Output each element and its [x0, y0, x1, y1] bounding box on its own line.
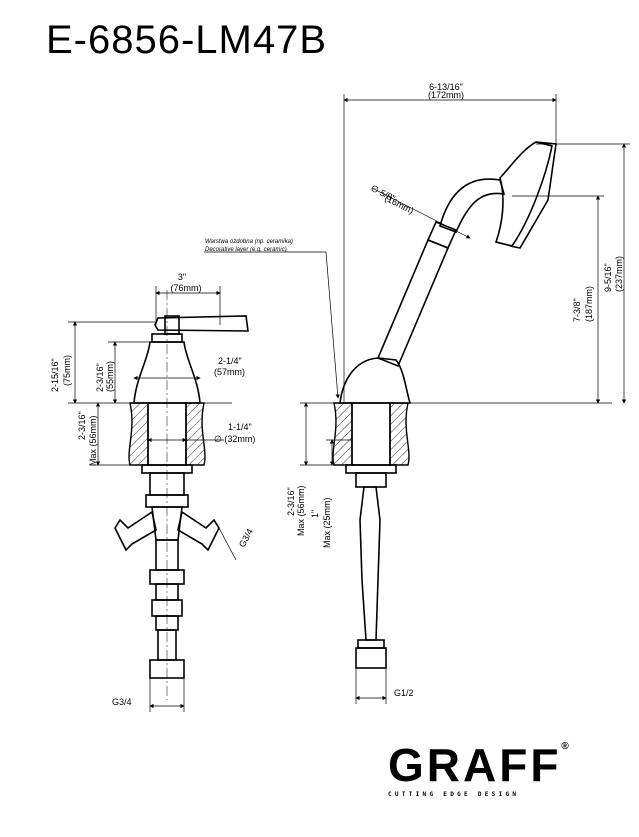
brand-tagline: CUTTING EDGE DESIGN: [388, 791, 520, 798]
dim-hole-mm: ∅ (32mm): [214, 434, 255, 444]
note-decorative-layer-pl: Warstwa ozdobna (np. ceramika): [205, 239, 293, 245]
dim-deck2-in: 2-3/16": [286, 487, 296, 516]
brand-name: GRAFF®: [388, 739, 572, 791]
handshower-side-view: [300, 141, 612, 669]
dim-handle-dia-mm: (16mm): [383, 193, 415, 216]
dim-head-height-mm: (187mm): [584, 286, 594, 322]
dim-total-height-mm: (237mm): [614, 256, 624, 292]
dim-reach-mm: (172mm): [428, 90, 464, 100]
dim-thickness-max: Max (25mm): [322, 497, 332, 548]
dim-width-mm: (76mm): [171, 283, 202, 293]
registered-mark: ®: [561, 741, 572, 752]
valve-dimension-lines: [68, 286, 237, 712]
dim-hole-in: 1-1/4": [228, 422, 252, 432]
dim-deck2-max: Max (56mm): [296, 485, 306, 536]
dim-hose-thread: G1/2: [394, 688, 414, 698]
dim-total-height-in: 9-5/16": [603, 263, 613, 292]
note-decorative-layer-en: Decorative layer (e.g. ceramic): [205, 247, 287, 253]
dim-body-height-mm: (55mm): [105, 361, 115, 392]
dim-body-width-in: 2-1/4": [218, 356, 242, 366]
dim-reach-in: 6-13/16": [429, 82, 463, 92]
dim-thickness-in: 1": [310, 510, 320, 518]
dim-head-height-in: 7-3/8": [572, 298, 582, 322]
dim-inlet-thread: G3/4: [237, 527, 255, 549]
dim-deck-in: 2-3/16": [77, 411, 87, 440]
dim-deck-max: Max (56mm): [88, 415, 98, 466]
model-number-title: E-6856-LM47B: [46, 18, 328, 62]
valve-front-view: [68, 290, 249, 700]
handshower-dimension-lines: [204, 94, 630, 704]
dim-body-height-in: 2-3/16": [95, 363, 105, 392]
brand-logo: GRAFF® CUTTING EDGE DESIGN: [388, 739, 610, 799]
dim-body-width-mm: (57mm): [214, 367, 245, 377]
dim-outlet-thread: G3/4: [112, 697, 132, 707]
dim-height-total-mm: (75mm): [62, 355, 72, 386]
dim-width-in: 3": [178, 272, 186, 282]
dim-height-total-in: 2-15/16": [50, 358, 60, 392]
